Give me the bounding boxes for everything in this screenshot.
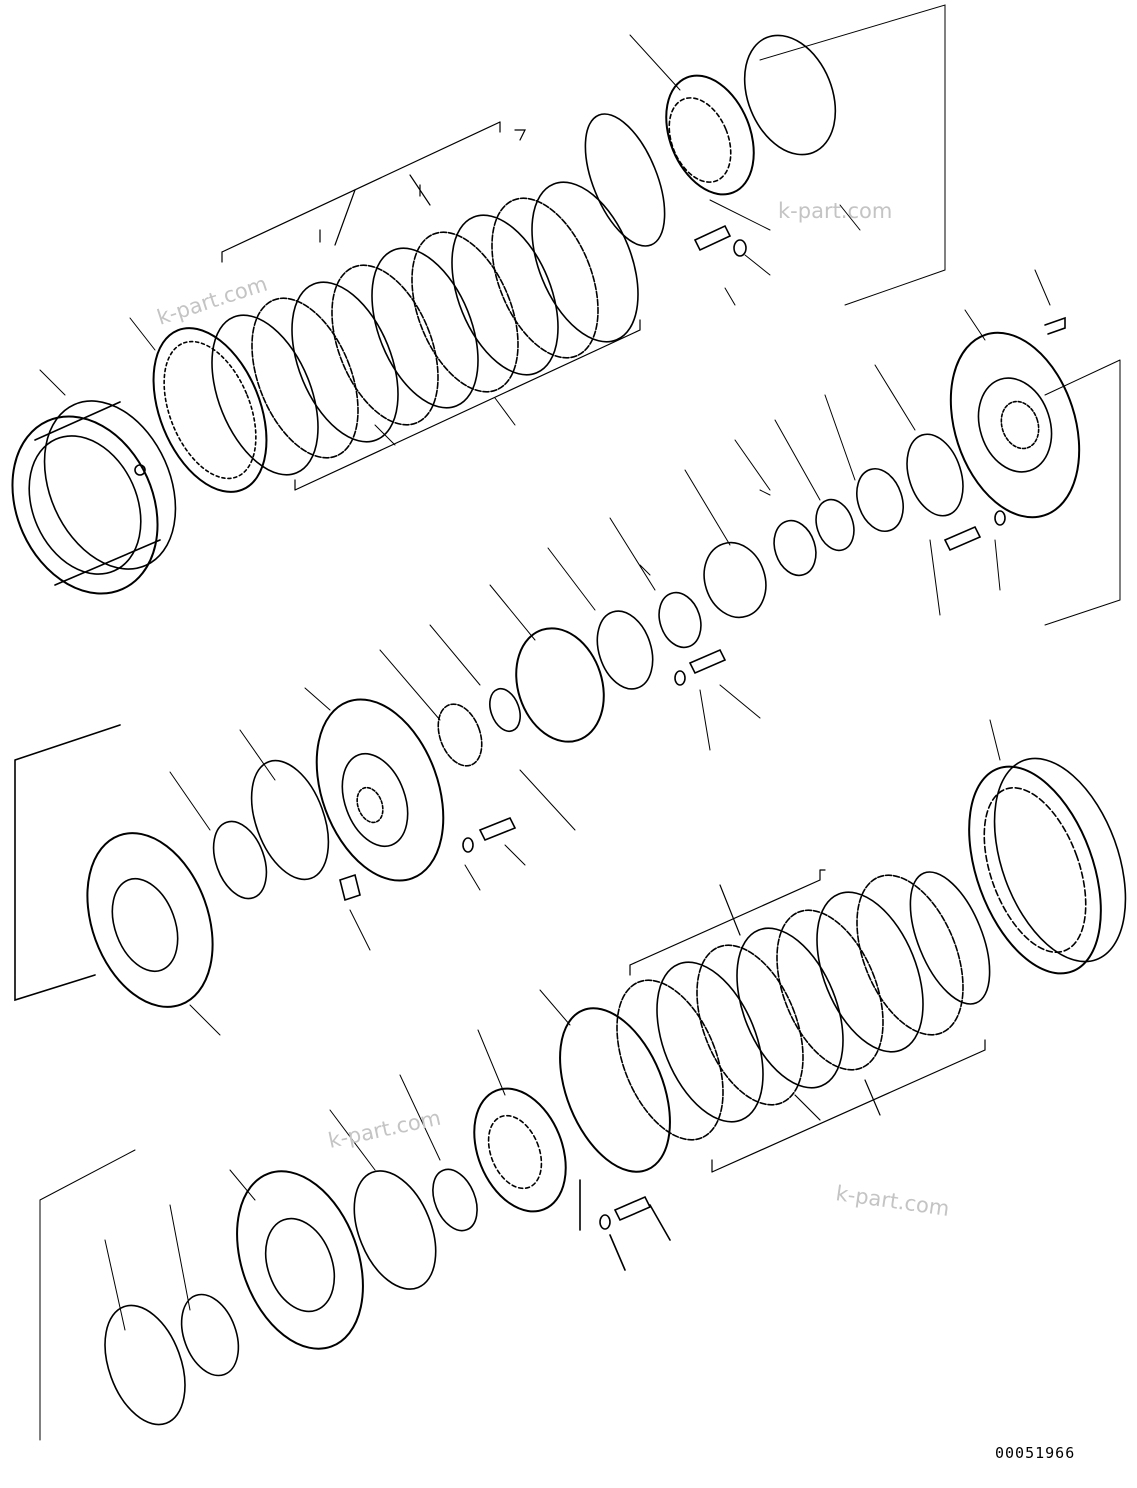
bearing-lower (353, 1087, 567, 1290)
leader-lines-upper (39, 4, 946, 446)
bearing-housing-upper (665, 34, 837, 196)
carrier-housing (11, 400, 177, 595)
cover-lower (104, 1170, 364, 1426)
cover-left (14, 724, 214, 1008)
clutch-discs-lower (559, 871, 991, 1173)
hub-flange-right (949, 316, 1081, 519)
watermark-2: k-part.com (778, 199, 892, 223)
bracket-upper (221, 121, 641, 491)
bolt-mid (674, 510, 1006, 686)
leader-lines-mid (489, 269, 1121, 751)
piston-plate-left (315, 698, 445, 882)
bolt-upper (693, 224, 747, 257)
watermark-1: k-part.com (154, 272, 270, 330)
drum-right (968, 757, 1127, 975)
watermark-4: k-part.com (834, 1181, 951, 1221)
seal-rings-mid (515, 433, 964, 743)
rings-left (212, 687, 521, 902)
bolt-lower (579, 1179, 671, 1271)
figure-number: 00051966 (995, 1444, 1075, 1462)
clutch-plate-front (152, 327, 268, 493)
leader-lines-left (169, 624, 576, 1036)
leader-lines-lower (39, 719, 1001, 1441)
clutch-discs-upper (211, 113, 666, 476)
watermark-3: k-part.com (326, 1106, 443, 1153)
bracket-lower (629, 869, 986, 1173)
bolt-left (462, 816, 517, 853)
